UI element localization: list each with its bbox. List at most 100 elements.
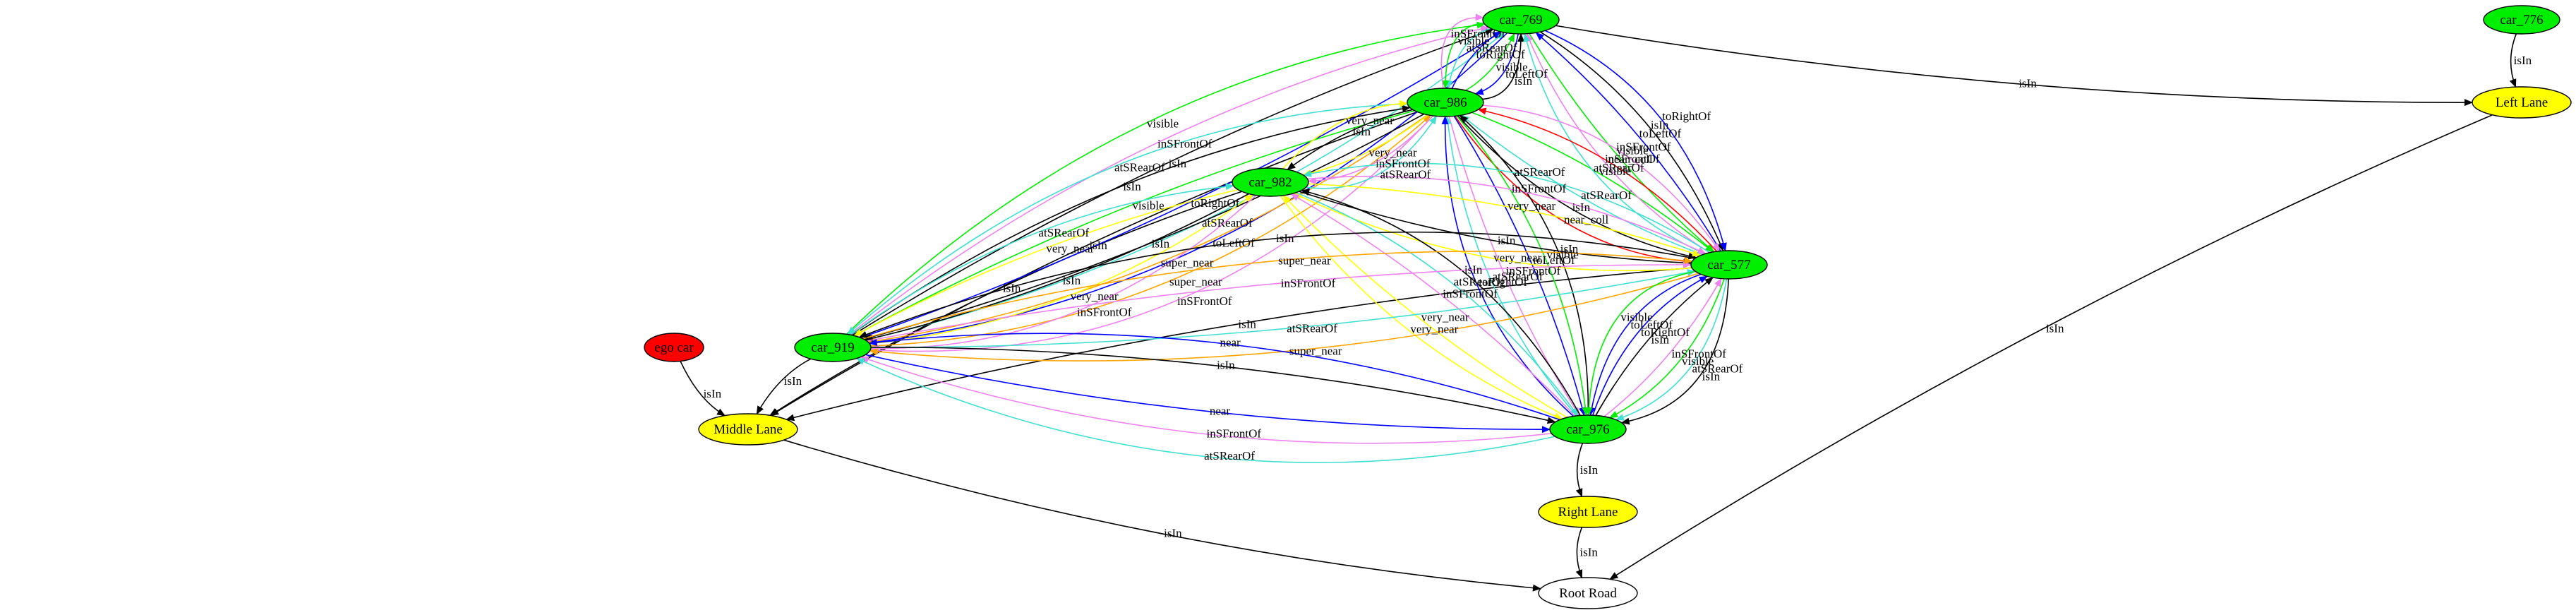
edge-label: near xyxy=(1210,404,1231,417)
edge-label: isIn xyxy=(1515,74,1533,88)
edge-car_976-very_near-car_982 xyxy=(1282,195,1568,418)
edge-car_986-atSRearOf-car_919 xyxy=(847,103,1408,335)
edge-label: super_near xyxy=(1169,275,1222,289)
edge-label: isIn xyxy=(1498,234,1516,247)
edge-label: super_near xyxy=(1161,256,1214,269)
edge-label: atSRearOf xyxy=(1287,322,1337,335)
edge-car_577-inSFrontOf-car_769 xyxy=(1526,32,1710,253)
edge-car_577-visible-car_976 xyxy=(1609,278,1725,419)
edge-label: toLeftOf xyxy=(1505,67,1548,80)
edge-label: very_near xyxy=(1346,114,1394,127)
edge-car_986-inSFrontOf-car_769 xyxy=(1440,13,1484,89)
edge-label: isIn xyxy=(704,387,722,400)
edge-car_577-atSRearOf-car_769 xyxy=(1523,32,1705,255)
edge-layer xyxy=(680,13,2517,592)
edge-car_982-isIn-car_919 xyxy=(864,193,1249,342)
node-car_769: car_769 xyxy=(1482,5,1560,35)
edge-label: inSFrontOf xyxy=(1506,264,1561,277)
edge-car_976-atSRearOf-car_919 xyxy=(855,357,1555,463)
edge-car_982-very_near-car_986 xyxy=(1282,100,1409,169)
edge-car_982-isIn-car_577 xyxy=(1299,191,1692,267)
edge-label: isIn xyxy=(1123,180,1141,193)
node-car_577: car_577 xyxy=(1690,250,1768,280)
node-car_769-ellipse xyxy=(1482,5,1560,35)
edge-car_577-toLeftOf-car_976 xyxy=(1588,273,1702,417)
edge-label: isIn xyxy=(1238,318,1256,331)
edge-label: isIn xyxy=(784,374,802,388)
edge-car_919-atSRearOf-car_577 xyxy=(870,269,1696,348)
edge-label: super_near xyxy=(1289,345,1342,358)
node-left_lane: Left Lane xyxy=(2472,86,2572,119)
edge-label: atSRearOf xyxy=(1467,41,1517,54)
edge-car_919-near-car_976 xyxy=(865,354,1551,434)
node-car_976: car_976 xyxy=(1549,414,1627,444)
edge-label: super_near xyxy=(1278,253,1331,267)
edge-car_976-atSRearOf-car_986 xyxy=(1444,115,1577,417)
edge-car_986-inSFrontOf-car_976 xyxy=(1448,116,1580,417)
edge-label: toRightOf xyxy=(1476,48,1525,61)
node-car_919-label: car_919 xyxy=(811,340,854,355)
node-car_577-label: car_577 xyxy=(1707,258,1750,273)
edge-car_919-isIn-middle_lane xyxy=(756,358,812,415)
node-car_776: car_776 xyxy=(2483,5,2560,35)
edge-car_982-atSRearOf-car_976 xyxy=(1296,191,1579,417)
edge-label: isIn xyxy=(2046,321,2064,335)
edge-label: visible xyxy=(1616,144,1648,157)
node-car_776-ellipse xyxy=(2483,5,2560,35)
edge-label: toLeftOf xyxy=(1533,253,1575,267)
edge-car_919-isIn-car_769 xyxy=(852,28,1494,336)
edge-car_976-isIn-car_986 xyxy=(1459,114,1589,416)
edge-car_577-near_coll-car_986 xyxy=(1477,107,1718,252)
edge-car_986-near_coll-car_577 xyxy=(1454,115,1693,265)
edge-car_986-visible-car_919 xyxy=(853,109,1415,337)
edge-label: isIn xyxy=(1169,157,1187,170)
edge-label: isIn xyxy=(1579,546,1598,559)
edge-label: isIn xyxy=(2514,54,2532,67)
edge-car_769-visible-car_986 xyxy=(1441,22,1484,89)
edge-car_976-inSFrontOf-car_982 xyxy=(1290,193,1576,417)
edge-car_919-inSFrontOf-car_577 xyxy=(867,261,1692,342)
node-right_lane: Right Lane xyxy=(1538,496,1638,528)
edge-car_769-isIn-car_577 xyxy=(1540,31,1724,252)
edge-label: isIn xyxy=(1580,463,1599,477)
edge-label: atSRearOf xyxy=(1692,362,1743,376)
edge-label: atSRearOf xyxy=(1204,449,1255,462)
edge-car_982-very_near-car_577 xyxy=(1308,183,1702,257)
edge-label: isIn xyxy=(1352,124,1371,138)
node-middle_lane: Middle Lane xyxy=(698,413,798,446)
edge-car_919-isIn-car_986 xyxy=(850,105,1411,335)
edge-car_982-inSFrontOf-car_577 xyxy=(1307,175,1707,254)
edge-car_577-visible-car_976 xyxy=(1585,270,1696,417)
edge-car_919-very_near-car_982 xyxy=(869,194,1254,345)
edge-label: isIn xyxy=(1089,239,1107,252)
edge-label: very_near xyxy=(1369,146,1417,160)
edge-ego_car-isIn-middle_lane xyxy=(680,361,726,417)
edge-label: atSRearOf xyxy=(1493,270,1543,283)
node-car_976-label: car_976 xyxy=(1566,422,1609,437)
edge-label: isIn xyxy=(1164,527,1182,540)
edge-car_986-inSFrontOf-car_982 xyxy=(1307,115,1434,185)
edge-label: inSFrontOf xyxy=(1605,153,1660,166)
node-car_577-ellipse xyxy=(1690,250,1768,280)
edge-label: isIn xyxy=(2018,76,2037,90)
edge-label: isIn xyxy=(1217,359,1235,372)
edge-car_982-very_near-car_919 xyxy=(853,189,1239,337)
edge-label: toLeftOf xyxy=(1212,236,1255,249)
node-car_769-label: car_769 xyxy=(1499,13,1542,28)
edge-left_lane-isIn-root_road xyxy=(1609,114,2493,580)
edge-label: atSRearOf xyxy=(1581,189,1632,202)
edge-label: atSRearOf xyxy=(1038,226,1089,239)
edge-label: inSFrontOf xyxy=(1281,276,1336,289)
edge-car_577-isIn-middle_lane xyxy=(786,267,1692,422)
edge-car_577-atSRearOf-car_976 xyxy=(1615,278,1728,421)
edge-car_976-inSFrontOf-car_919 xyxy=(860,356,1552,444)
edge-right_lane-isIn-root_road xyxy=(1575,527,1583,579)
edge-car_986-super_near-car_919 xyxy=(867,114,1428,345)
edge-label: visible xyxy=(1495,60,1527,73)
edge-label: atSRearOf xyxy=(1114,160,1165,174)
node-car_986-label: car_986 xyxy=(1424,95,1467,110)
node-car_919-ellipse xyxy=(794,333,872,362)
edge-car_919-super_near-car_577 xyxy=(862,251,1693,340)
edge-car_776-isIn-left_lane xyxy=(2509,33,2517,88)
node-middle_lane-label: Middle Lane xyxy=(714,422,783,437)
